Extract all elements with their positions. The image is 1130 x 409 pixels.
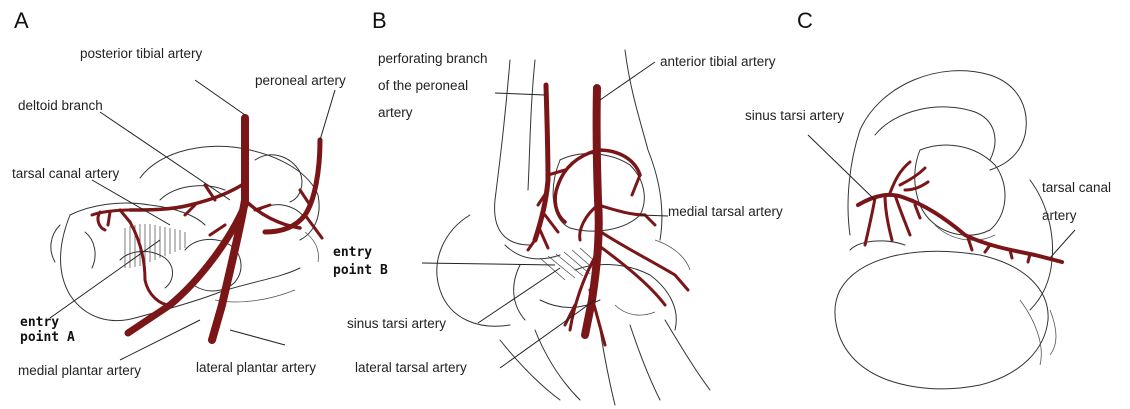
panel-b-bone-outline [437,50,710,405]
label-entry-point-a-line1: entry [20,315,59,330]
panel-letter-c: C [797,8,813,33]
label-anterior-tibial-artery: anterior tibial artery [660,54,776,69]
panel-letter-b: B [372,8,387,33]
label-sinus-tarsi-artery-c: sinus tarsi artery [745,108,844,123]
panel-c: C [745,8,1111,389]
label-deltoid-branch: deltoid branch [18,98,103,113]
label-perforating-branch-line3: artery [378,105,413,120]
label-peroneal-artery: peroneal artery [255,73,346,88]
label-tarsal-canal-artery-a: tarsal canal artery [12,166,120,181]
panel-c-arteries [858,162,1062,262]
medial-tarsal-artery-b [598,205,645,215]
label-entry-point-a-line2: point A [20,330,75,345]
panel-letter-a: A [14,8,29,33]
label-tarsal-canal-artery-c-line2: artery [1042,208,1077,223]
label-entry-point-b-line1: entry [333,245,372,260]
panel-a: A [12,8,346,378]
label-medial-plantar-artery: medial plantar artery [18,363,141,378]
label-perforating-branch-line2: of the peroneal [378,78,468,93]
panel-b: B [333,8,783,405]
deltoid-branch-a [130,185,242,210]
label-sinus-tarsi-artery-b: sinus tarsi artery [347,316,446,331]
panel-b-arteries [528,85,688,345]
label-posterior-tibial-artery: posterior tibial artery [80,46,203,61]
label-lateral-tarsal-artery: lateral tarsal artery [355,360,467,375]
sinus-tarsi-artery-c [890,162,910,193]
label-entry-point-b-line2: point B [333,263,388,278]
label-tarsal-canal-artery-c-line1: tarsal canal [1042,180,1111,195]
label-lateral-plantar-artery: lateral plantar artery [196,360,316,375]
panel-a-arteries [92,118,322,340]
label-medial-tarsal-artery: medial tarsal artery [668,204,783,219]
panel-a-leaders [50,80,335,360]
label-perforating-branch-line1: perforating branch [378,51,488,66]
